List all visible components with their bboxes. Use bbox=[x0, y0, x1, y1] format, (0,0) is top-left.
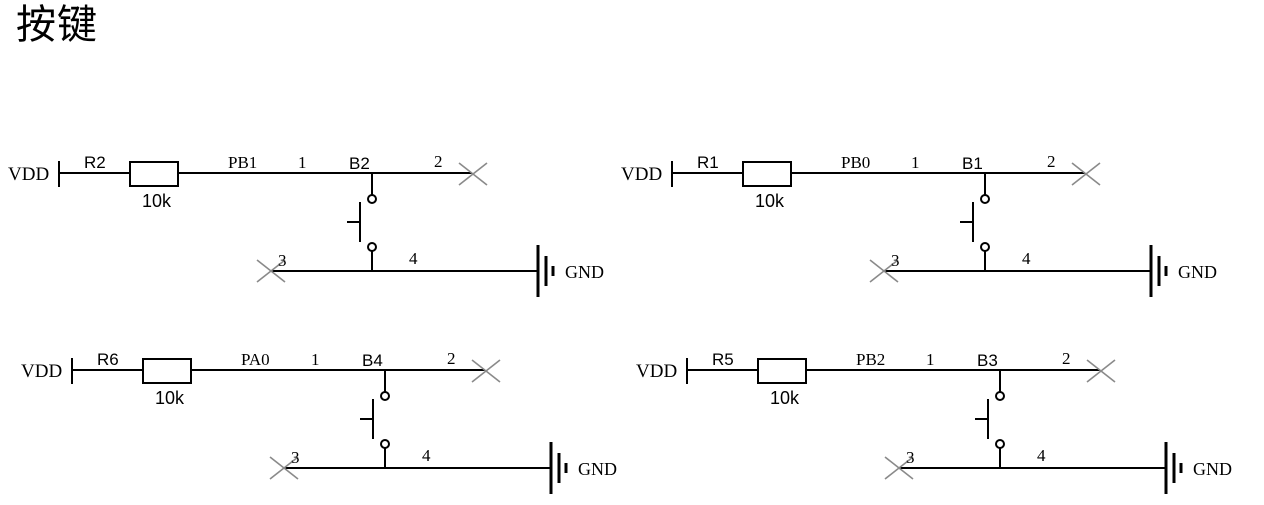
vdd-label: VDD bbox=[636, 361, 677, 382]
schematic-title: 按键 bbox=[16, 3, 98, 47]
gnd-label: GND bbox=[578, 459, 617, 479]
ground-symbol bbox=[536, 245, 555, 297]
net-label: PB0 bbox=[841, 153, 870, 172]
button-ref-label: B4 bbox=[362, 351, 383, 370]
button-circuit-bottom-right: VDD R5 10k PB2 1 B3 2 3 4 bbox=[636, 349, 1232, 494]
pin-number-1: 1 bbox=[926, 350, 935, 369]
contact-circle-top bbox=[980, 194, 990, 204]
pin-number-2: 2 bbox=[1047, 152, 1056, 171]
button-circuit-top-right: VDD R1 10k PB0 1 B1 2 3 4 bbox=[621, 152, 1217, 297]
button-circuit-bottom-left: VDD R6 10k PA0 1 B4 2 3 4 bbox=[21, 349, 617, 494]
gnd-label: GND bbox=[565, 262, 604, 282]
resistor-body bbox=[742, 161, 792, 187]
pin-number-4: 4 bbox=[422, 446, 431, 465]
contact-circle-bottom bbox=[380, 439, 390, 449]
contact-circle-top bbox=[995, 391, 1005, 401]
pin-number-1: 1 bbox=[311, 350, 320, 369]
no-connect-x-icon bbox=[256, 259, 286, 283]
pin-number-3: 3 bbox=[891, 251, 900, 270]
no-connect-x-icon bbox=[884, 456, 914, 480]
no-connect-x-icon bbox=[269, 456, 299, 480]
resistor-value-label: 10k bbox=[770, 388, 800, 408]
contact-circle-top bbox=[367, 194, 377, 204]
pin-number-3: 3 bbox=[291, 448, 300, 467]
ground-symbol bbox=[1164, 442, 1183, 494]
vdd-label: VDD bbox=[621, 164, 662, 185]
net-label: PB2 bbox=[856, 350, 885, 369]
resistor-value-label: 10k bbox=[142, 191, 172, 211]
no-connect-x-icon bbox=[1086, 359, 1116, 383]
button-ref-label: B1 bbox=[962, 154, 983, 173]
ground-symbol bbox=[1149, 245, 1168, 297]
resistor-ref-label: R6 bbox=[97, 350, 119, 369]
vdd-label: VDD bbox=[8, 164, 49, 185]
net-label: PB1 bbox=[228, 153, 257, 172]
resistor-value-label: 10k bbox=[155, 388, 185, 408]
resistor-body bbox=[142, 358, 192, 384]
pin-number-3: 3 bbox=[906, 448, 915, 467]
resistor-ref-label: R2 bbox=[84, 153, 106, 172]
no-connect-x-icon bbox=[869, 259, 899, 283]
pin-number-4: 4 bbox=[1037, 446, 1046, 465]
button-ref-label: B3 bbox=[977, 351, 998, 370]
pin-number-1: 1 bbox=[298, 153, 307, 172]
resistor-value-label: 10k bbox=[755, 191, 785, 211]
no-connect-x-icon bbox=[458, 162, 488, 186]
resistor-ref-label: R5 bbox=[712, 350, 734, 369]
pin-number-2: 2 bbox=[1062, 349, 1071, 368]
resistor-ref-label: R1 bbox=[697, 153, 719, 172]
push-button-symbol bbox=[960, 173, 990, 271]
gnd-label: GND bbox=[1178, 262, 1217, 282]
resistor-body bbox=[757, 358, 807, 384]
pin-number-2: 2 bbox=[434, 152, 443, 171]
no-connect-x-icon bbox=[1071, 162, 1101, 186]
push-button-symbol bbox=[347, 173, 377, 271]
button-circuit-top-left: VDD R2 10k PB1 1 B2 2 3 4 bbox=[8, 152, 604, 297]
contact-circle-bottom bbox=[980, 242, 990, 252]
pin-number-3: 3 bbox=[278, 251, 287, 270]
push-button-symbol bbox=[975, 370, 1005, 468]
contact-circle-bottom bbox=[995, 439, 1005, 449]
resistor-body bbox=[129, 161, 179, 187]
button-ref-label: B2 bbox=[349, 154, 370, 173]
push-button-symbol bbox=[360, 370, 390, 468]
gnd-label: GND bbox=[1193, 459, 1232, 479]
ground-symbol bbox=[549, 442, 568, 494]
pin-number-1: 1 bbox=[911, 153, 920, 172]
contact-circle-top bbox=[380, 391, 390, 401]
contact-circle-bottom bbox=[367, 242, 377, 252]
pin-number-2: 2 bbox=[447, 349, 456, 368]
net-label: PA0 bbox=[241, 350, 270, 369]
no-connect-x-icon bbox=[471, 359, 501, 383]
vdd-label: VDD bbox=[21, 361, 62, 382]
pin-number-4: 4 bbox=[409, 249, 418, 268]
pin-number-4: 4 bbox=[1022, 249, 1031, 268]
